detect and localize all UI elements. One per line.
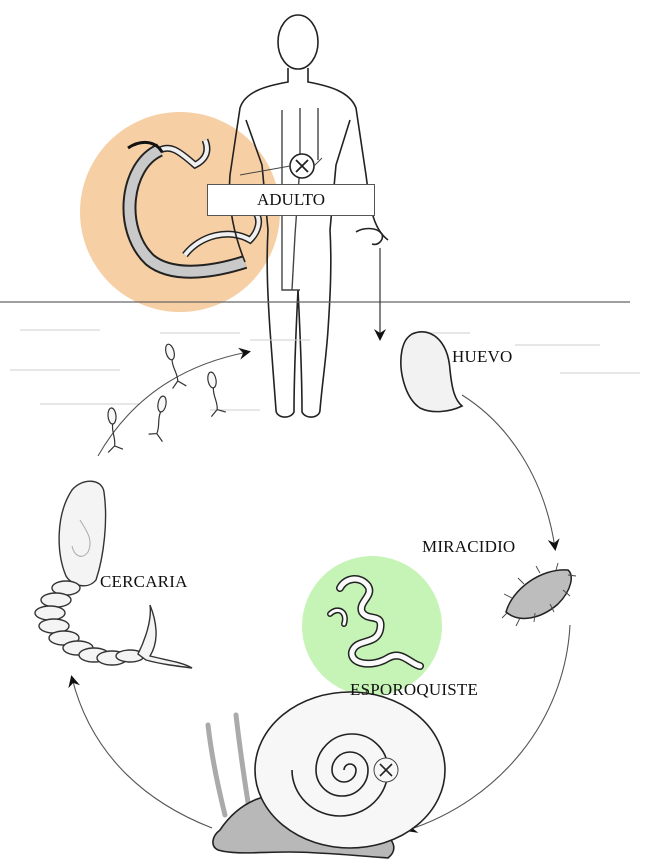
sporocyst-circle xyxy=(302,556,442,696)
sporocyst-label: ESPOROQUISTE xyxy=(350,680,478,700)
adult-label-box: ADULTO xyxy=(207,184,375,216)
cercariae-swimming xyxy=(104,342,226,452)
arrow-egg-to-miracidium xyxy=(462,395,555,548)
arrow-snail-to-cercaria xyxy=(72,678,212,828)
adult-label: ADULTO xyxy=(257,190,325,210)
egg-icon xyxy=(401,332,462,412)
miracidium-label: MIRACIDIO xyxy=(422,537,515,557)
egg-label: HUEVO xyxy=(452,347,513,367)
snail-icon xyxy=(208,692,445,858)
cercaria-label: CERCARIA xyxy=(100,572,188,592)
miracidium-icon xyxy=(502,563,576,626)
